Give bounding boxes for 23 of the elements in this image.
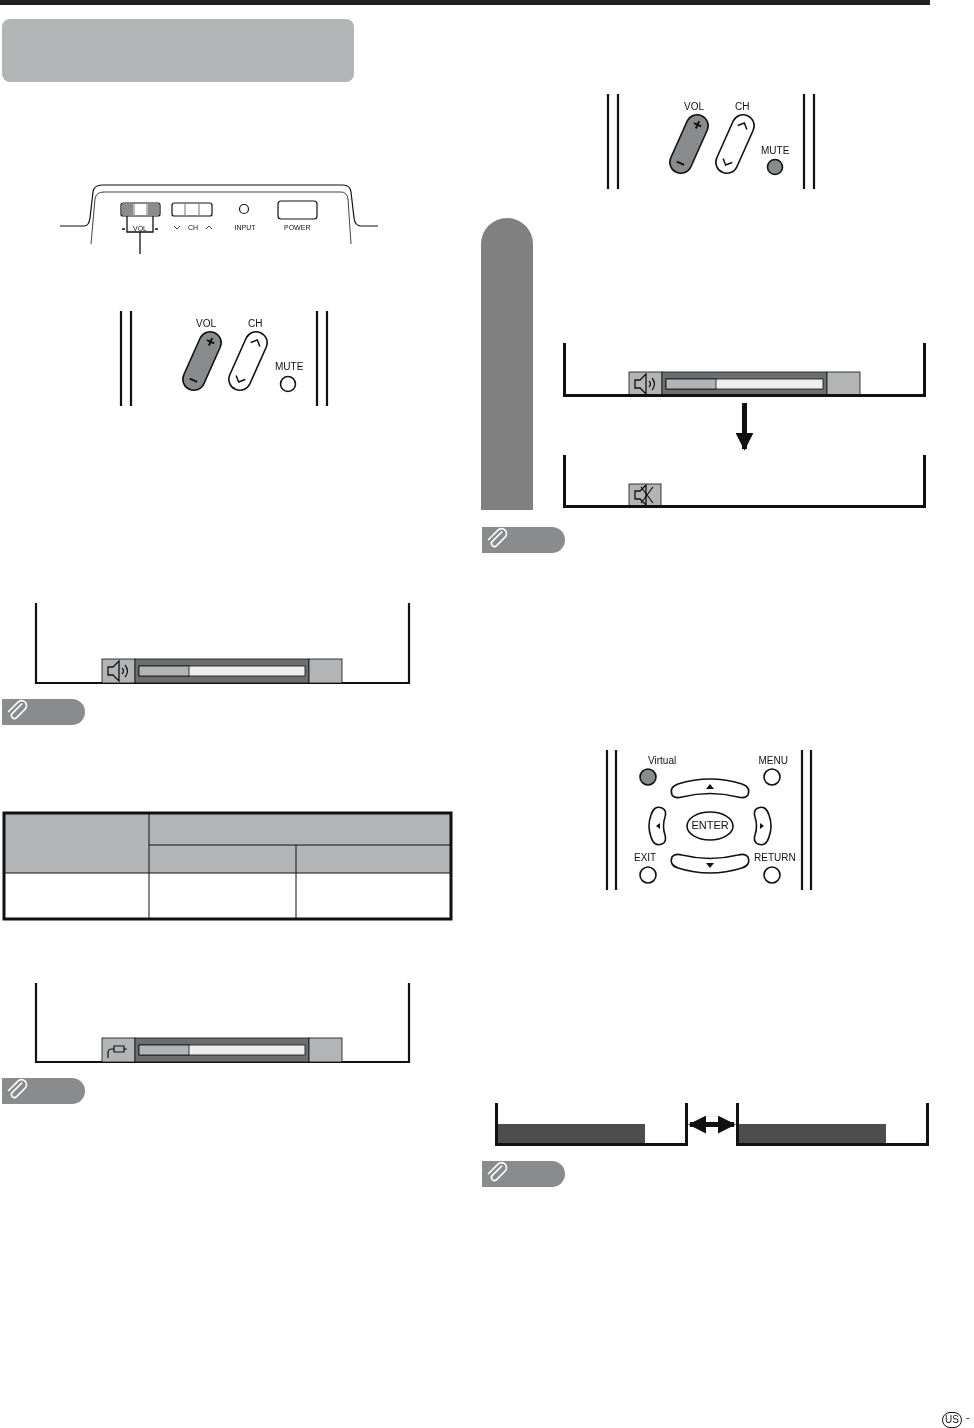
title-banner (2, 19, 354, 82)
button-label: MUTE (761, 146, 790, 156)
button-label: MUTE (275, 362, 304, 372)
page-dash: - (966, 1412, 970, 1423)
button-label: MENU (758, 756, 788, 766)
country-code-badge: US (942, 1412, 962, 1428)
arrow (735, 403, 754, 451)
step-tab (481, 218, 533, 510)
button-label: VOL (684, 102, 704, 112)
arrow (688, 1115, 736, 1134)
osd-bar (739, 1124, 886, 1143)
osd-bar (498, 1124, 645, 1143)
screen-frame (563, 343, 926, 397)
button-label: RETURN (754, 853, 796, 863)
screen-frame (563, 455, 926, 508)
button-label: ENTER (691, 820, 729, 831)
button-label: EXIT (634, 853, 657, 863)
screen-frame (495, 1103, 688, 1146)
button-label: VOL (196, 319, 216, 329)
button-label: CH (735, 102, 750, 112)
button-label: Virtual (648, 756, 677, 766)
screen-frame (736, 1103, 929, 1146)
button-label: CH (248, 319, 263, 329)
